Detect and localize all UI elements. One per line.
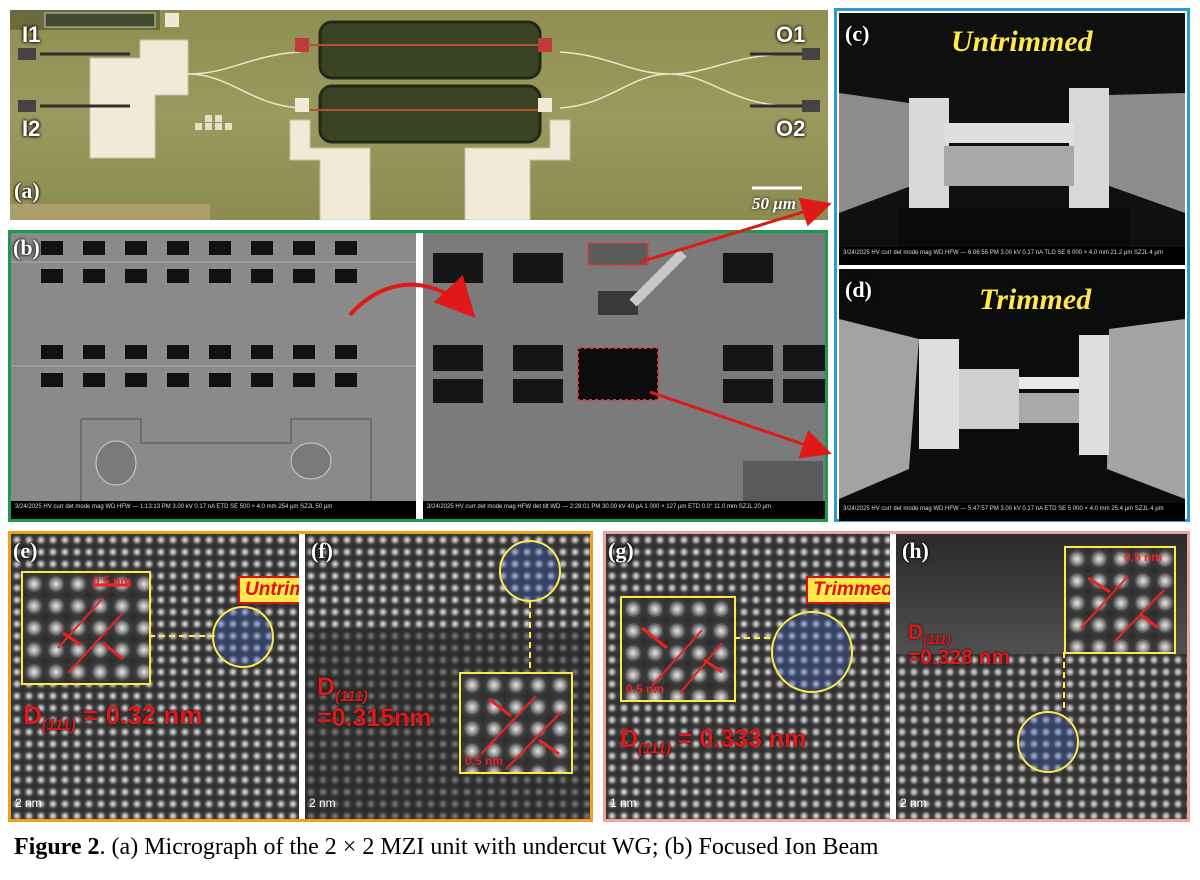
d-spacing-f: D(111)=0.315nm	[317, 674, 432, 731]
panel-label-g: (g)	[608, 538, 634, 563]
fib-image-right: 3/24/2025 HV curr det mode mag HFW det t…	[423, 233, 825, 519]
d-sub-e: (111)	[41, 717, 76, 735]
panel-label-f: (f)	[311, 538, 333, 563]
tag-trimmed: Trimmed	[806, 576, 890, 604]
d-sub-f: (111)	[335, 688, 368, 705]
d-value-g: = 0.333 nm	[670, 725, 807, 753]
panel-gh-frame: (g) Trimmed 0.5 nm D(111) = 0.333 nm 1 n…	[603, 531, 1190, 822]
inset-scale-h: 0.5 nm	[1124, 550, 1163, 564]
inset-e: 0.5 nm	[21, 571, 151, 685]
sem-bridge-trimmed	[839, 319, 1185, 499]
scale-bar-e: 2 nm	[15, 796, 42, 810]
d-sub-h: (111)	[923, 633, 951, 648]
d-value-e: = 0.32 nm	[75, 700, 203, 730]
panel-label-c: (c)	[845, 21, 870, 46]
inset-scale-f: 0.5 nm	[465, 754, 504, 768]
inset-f: 0.5 nm	[459, 672, 573, 774]
panel-b: (b) 3/24/2025 HV curr det mode mag WD HF…	[8, 230, 828, 522]
panel-g: (g) Trimmed 0.5 nm D(111) = 0.333 nm 1 n…	[606, 534, 890, 819]
connector-f	[499, 540, 561, 672]
port-o1: O1	[776, 22, 806, 47]
title-trimmed: Trimmed	[979, 283, 1092, 316]
d-value-h: =0.328 nm	[908, 646, 1011, 670]
inset-h: 0.5 nm	[1064, 546, 1176, 654]
connector-e	[149, 606, 274, 668]
scale-bar-g: 1 nm	[610, 796, 637, 810]
tag-untrimmed: Untrimmed	[238, 576, 299, 604]
panel-c: (c) Untrimmed 3/24/2025 HV curr det mode…	[839, 13, 1185, 265]
caption-label: Figure 2	[14, 834, 100, 860]
sem-holes-left	[11, 241, 416, 519]
fib-structures	[433, 242, 825, 519]
panel-h: (h) 0.5 nm D(111)=0.328 nm 2 nm	[896, 534, 1187, 819]
panel-d: (d) Trimmed 3/24/2025 HV curr det mode m…	[839, 269, 1185, 521]
inset-scale-e: 0.5 nm	[93, 574, 132, 588]
port-o2: O2	[776, 116, 806, 141]
panel-label-h: (h)	[902, 538, 929, 563]
sem-info-bar-d: 3/24/2025 HV curr det mode mag WD HFW — …	[839, 503, 1185, 521]
panel-ef-frame: (e) 0.5 nm Untrimmed D(111) = 0.32 nm 2 …	[8, 531, 593, 822]
sem-info-bar-right: 3/24/2025 HV curr det mode mag HFW det t…	[423, 501, 825, 519]
d-prefix-e: D	[23, 700, 42, 730]
panel-f: (f) 0.5 nm D(111)=0.315nm 2 nm	[305, 534, 590, 819]
d-prefix-g: D	[620, 725, 639, 753]
connector-g	[734, 611, 853, 693]
sem-bridge-untrimmed	[839, 88, 1185, 248]
inset-g: 0.5 nm	[620, 596, 736, 702]
panel-label-a: (a)	[14, 178, 40, 203]
sem-image-left: (b) 3/24/2025 HV curr det mode mag WD HF…	[11, 233, 416, 519]
d-sub-g: (111)	[638, 740, 671, 757]
scale-bar-f: 2 nm	[309, 796, 336, 810]
panel-e: (e) 0.5 nm Untrimmed D(111) = 0.32 nm 2 …	[11, 534, 299, 819]
port-i2: I2	[22, 116, 41, 141]
d-spacing-e: D(111) = 0.32 nm	[23, 700, 203, 735]
panel-a: I1 I2 O1 O2 (a) 50 μm	[10, 10, 828, 220]
panel-cd-frame: (c) Untrimmed 3/24/2025 HV curr det mode…	[834, 8, 1190, 522]
d-spacing-g: D(111) = 0.333 nm	[620, 726, 806, 757]
panel-label-b: (b)	[13, 235, 40, 260]
d-prefix-h: D	[908, 621, 924, 644]
d-prefix-f: D	[317, 673, 336, 701]
d-spacing-h: D(111)=0.328 nm	[908, 621, 1011, 670]
connector-h	[1017, 652, 1079, 773]
scale-bar-h: 2 nm	[900, 796, 927, 810]
mzi-micrograph	[10, 10, 820, 220]
panel-label-d: (d)	[845, 277, 872, 302]
sem-info-bar-c: 3/24/2025 HV curr det mode mag WD HFW — …	[839, 247, 1185, 265]
port-i1: I1	[22, 22, 41, 47]
d-value-f: =0.315nm	[317, 703, 432, 732]
figure-caption: Figure 2. (a) Micrograph of the 2 × 2 MZ…	[14, 834, 878, 861]
scale-bar-a: 50 μm	[752, 194, 796, 213]
sem-info-bar-left: 3/24/2025 HV curr det mode mag WD HFW — …	[11, 501, 416, 519]
caption-text: . (a) Micrograph of the 2 × 2 MZI unit w…	[99, 834, 879, 860]
inset-scale-g: 0.5 nm	[626, 682, 665, 696]
panel-label-e: (e)	[13, 538, 38, 563]
title-untrimmed: Untrimmed	[951, 25, 1093, 58]
